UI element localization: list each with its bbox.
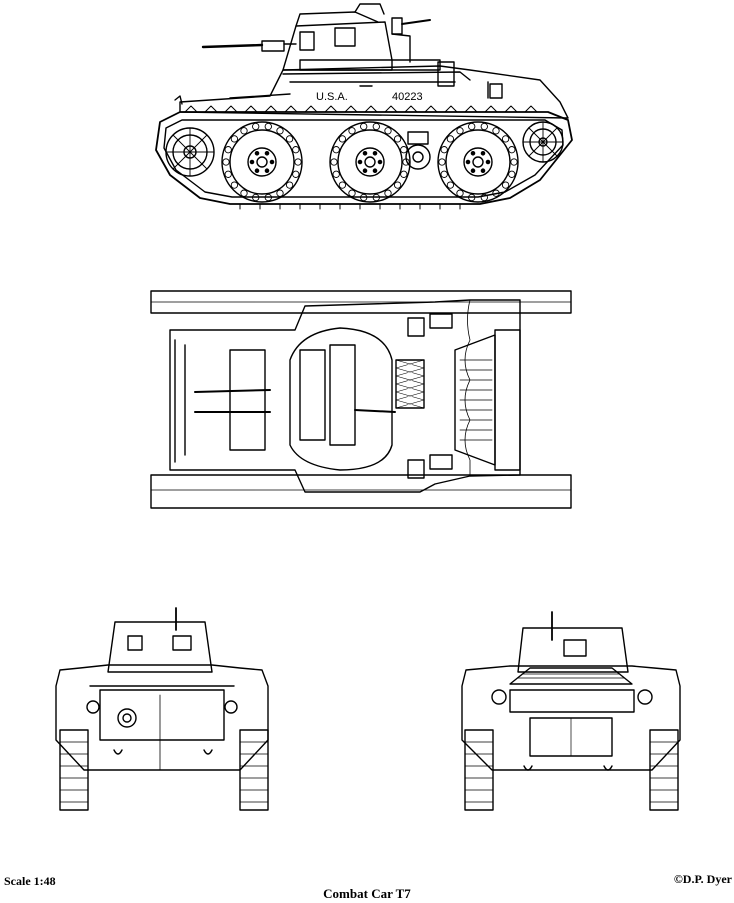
side-sprocket — [165, 127, 215, 177]
hull-marking-number: 40223 — [392, 91, 423, 103]
road-wheel — [329, 121, 411, 203]
side-elevation-view: U.S.A. 40223 — [155, 3, 573, 210]
side-road-wheels — [221, 121, 519, 203]
road-wheel — [221, 121, 303, 203]
top-grille-mesh — [395, 359, 425, 409]
hull-marking-usa: U.S.A. — [316, 91, 348, 103]
copyright-label: ©D.P. Dyer — [673, 872, 732, 886]
side-idler — [522, 121, 564, 163]
road-wheel — [437, 121, 519, 203]
top-plan-view — [150, 290, 572, 509]
side-return-rollers — [405, 131, 431, 170]
front-elevation-view — [55, 607, 269, 811]
rear-elevation-view — [461, 611, 681, 811]
side-hull — [174, 59, 569, 119]
drawing-title: Combat Car T7 — [323, 886, 411, 901]
scale-label: Scale 1:48 — [4, 874, 56, 888]
